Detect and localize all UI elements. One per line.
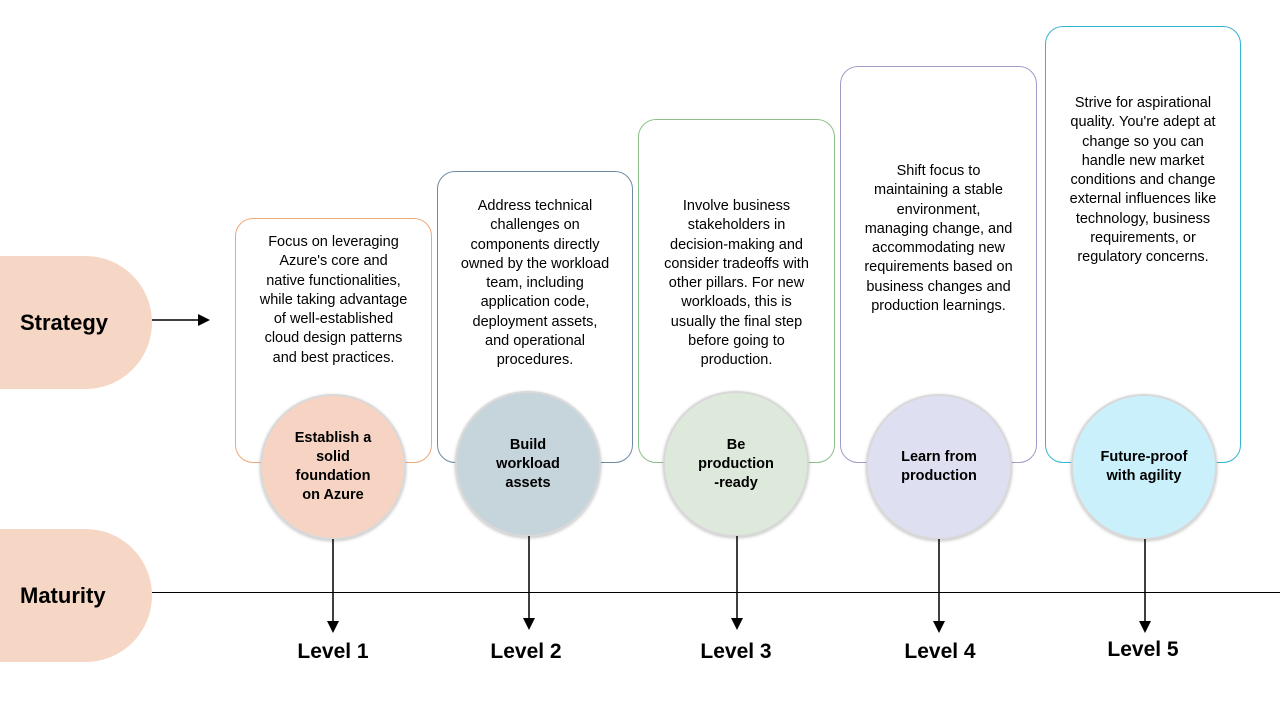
level-label-1: Level 1 <box>297 640 369 663</box>
stage-description: Shift focus to maintaining a stable envi… <box>864 163 1013 315</box>
stage-circle-1: Establish a solid foundation on Azure <box>260 394 406 540</box>
stage-title: Build workload assets <box>496 436 560 491</box>
down-arrow-icon <box>327 539 339 633</box>
strategy-label: Strategy <box>20 309 109 335</box>
stage-circle-4: Learn from production <box>866 394 1012 540</box>
stage-description: Focus on leveraging Azure's core and nat… <box>259 234 408 366</box>
level-label-5: Level 5 <box>1107 638 1179 661</box>
stage-title: Future-proof with agility <box>1100 449 1188 484</box>
down-arrow-icon <box>1139 539 1151 633</box>
level-label-2: Level 2 <box>490 640 562 663</box>
down-arrow-icon <box>731 536 743 630</box>
maturity-timeline <box>152 592 1280 593</box>
stage-title: Learn from production <box>901 449 977 484</box>
stage-description: Involve business stakeholders in decisio… <box>664 198 809 369</box>
stage-circle-3: Be production -ready <box>663 391 809 537</box>
maturity-label: Maturity <box>20 582 106 608</box>
level-label-4: Level 4 <box>904 640 976 663</box>
stage-card-1: Focus on leveraging Azure's core and nat… <box>235 218 432 463</box>
strategy-arrow-icon <box>152 314 210 326</box>
stage-circle-2: Build workload assets <box>455 391 601 537</box>
down-arrow-icon <box>523 536 535 630</box>
maturity-row-label: Maturity <box>0 529 152 662</box>
down-arrow-icon <box>933 539 945 633</box>
stage-circle-5: Future-proof with agility <box>1071 394 1217 540</box>
level-label-3: Level 3 <box>700 640 772 663</box>
stage-title: Establish a solid foundation on Azure <box>294 430 372 503</box>
stage-title: Be production -ready <box>698 436 774 491</box>
stage-description: Address technical challenges on componen… <box>460 198 610 369</box>
stage-card-5: Strive for aspirational quality. You're … <box>1045 26 1241 463</box>
stage-description: Strive for aspirational quality. You're … <box>1069 95 1217 266</box>
strategy-row-label: Strategy <box>0 256 152 389</box>
